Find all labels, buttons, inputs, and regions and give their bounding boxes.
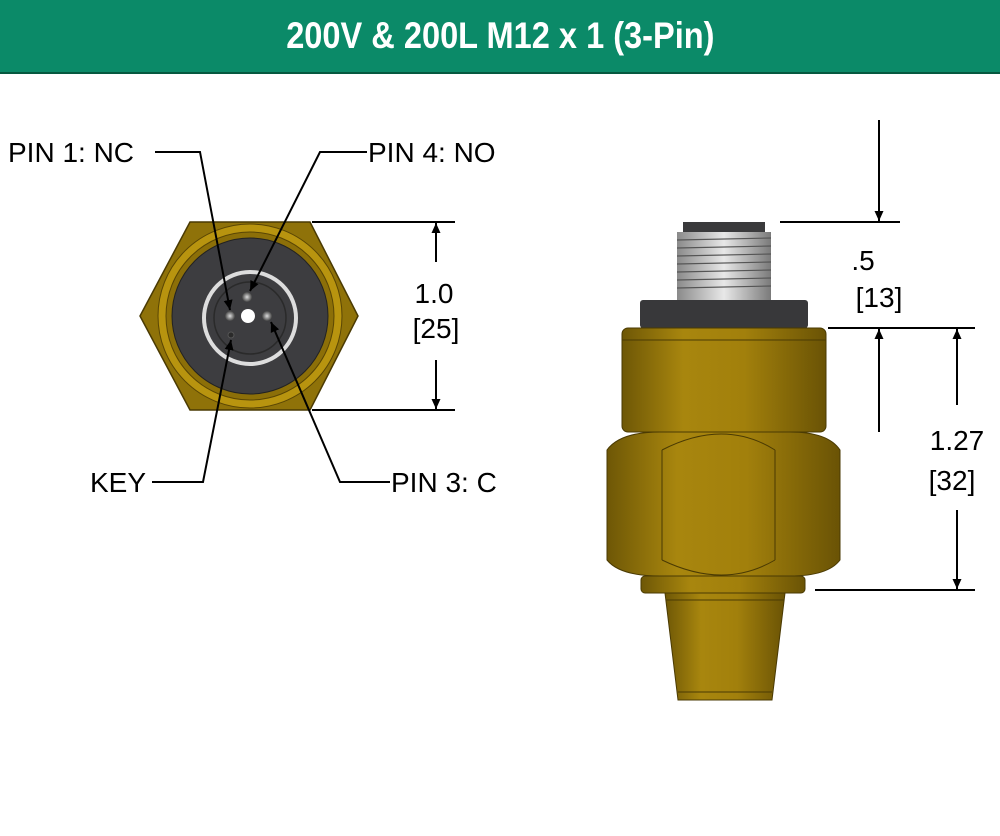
dim-top-inch: .5: [851, 245, 874, 276]
key: [227, 331, 235, 339]
side-view: .5 [13] 1.27 [32]: [606, 120, 985, 701]
front-view: PIN 1: NC PIN 4: NO KEY PIN 3: C 1.0 [25…: [8, 137, 497, 498]
pin-4: [242, 292, 252, 302]
label-pin-3: PIN 3: C: [391, 467, 497, 498]
pin-1: [225, 311, 235, 321]
title-banner: 200V & 200L M12 x 1 (3-Pin): [0, 0, 1000, 74]
dim-front-mm: [25]: [413, 313, 460, 344]
dim-top-mm: [13]: [856, 282, 903, 313]
page-title: 200V & 200L M12 x 1 (3-Pin): [285, 15, 715, 56]
dim-body-inch: 1.27: [930, 425, 985, 456]
hex-nut-side: [606, 431, 841, 577]
m12-thread: [677, 232, 771, 300]
label-pin-1: PIN 1: NC: [8, 137, 134, 168]
dim-body-mm: [32]: [929, 465, 976, 496]
pin-3: [262, 311, 272, 321]
label-pin-4: PIN 4: NO: [368, 137, 496, 168]
brass-body: [621, 327, 827, 433]
label-key: KEY: [90, 467, 146, 498]
center-hole: [241, 309, 255, 323]
black-collar: [640, 300, 808, 328]
pipe-stem: [664, 592, 786, 701]
dim-front-inch: 1.0: [415, 278, 454, 309]
